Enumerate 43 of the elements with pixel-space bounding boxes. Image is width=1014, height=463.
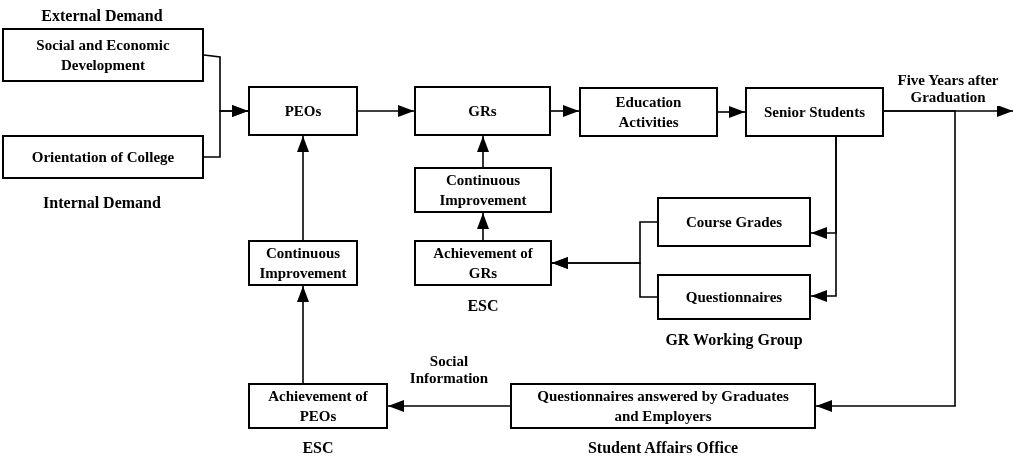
box-text: GRs xyxy=(468,102,497,121)
process-box xyxy=(248,86,358,136)
process-box xyxy=(248,240,358,286)
arrow xyxy=(387,400,511,412)
box-caption: ESC xyxy=(302,438,334,458)
process-box xyxy=(414,167,552,213)
arrow xyxy=(357,105,415,117)
box-text: Achievement of PEOs xyxy=(267,387,369,426)
box-text: Senior Students xyxy=(764,103,865,122)
box-caption: Student Affairs Office xyxy=(587,438,739,458)
arrow xyxy=(810,136,837,302)
box-text: Questionnaires xyxy=(685,288,783,307)
process-box xyxy=(414,240,552,286)
arrow xyxy=(477,212,489,241)
process-box xyxy=(414,86,551,136)
process-box xyxy=(2,135,204,179)
box-text: Achievement of GRs xyxy=(432,244,534,283)
box-text: Social and Economic Development xyxy=(35,36,171,75)
process-box xyxy=(657,274,811,320)
process-box xyxy=(248,383,388,429)
process-box xyxy=(745,87,884,137)
process-box xyxy=(579,87,718,137)
box-text: Continuous Improvement xyxy=(259,244,347,283)
box-caption: ESC xyxy=(467,296,499,316)
arrow xyxy=(717,106,746,118)
box-caption: GR Working Group xyxy=(665,330,803,350)
box-caption: Internal Demand xyxy=(43,193,161,213)
box-text: Course Grades xyxy=(685,213,783,232)
box-text: Orientation of College xyxy=(31,148,175,167)
process-box xyxy=(657,197,811,247)
arrow xyxy=(297,135,309,241)
process-box xyxy=(2,28,204,82)
arrow xyxy=(477,135,489,168)
arrow xyxy=(815,110,956,412)
process-box xyxy=(510,383,816,429)
box-text: Education Activities xyxy=(614,93,683,132)
box-caption: External Demand xyxy=(41,6,163,26)
box-text: Continuous Improvement xyxy=(438,171,528,210)
box-text: Questionnaires answered by Graduates and Employers xyxy=(536,387,790,426)
arrow xyxy=(297,285,309,384)
box-text: PEOs xyxy=(284,102,322,121)
arrow xyxy=(203,105,249,158)
arrow xyxy=(550,105,580,117)
